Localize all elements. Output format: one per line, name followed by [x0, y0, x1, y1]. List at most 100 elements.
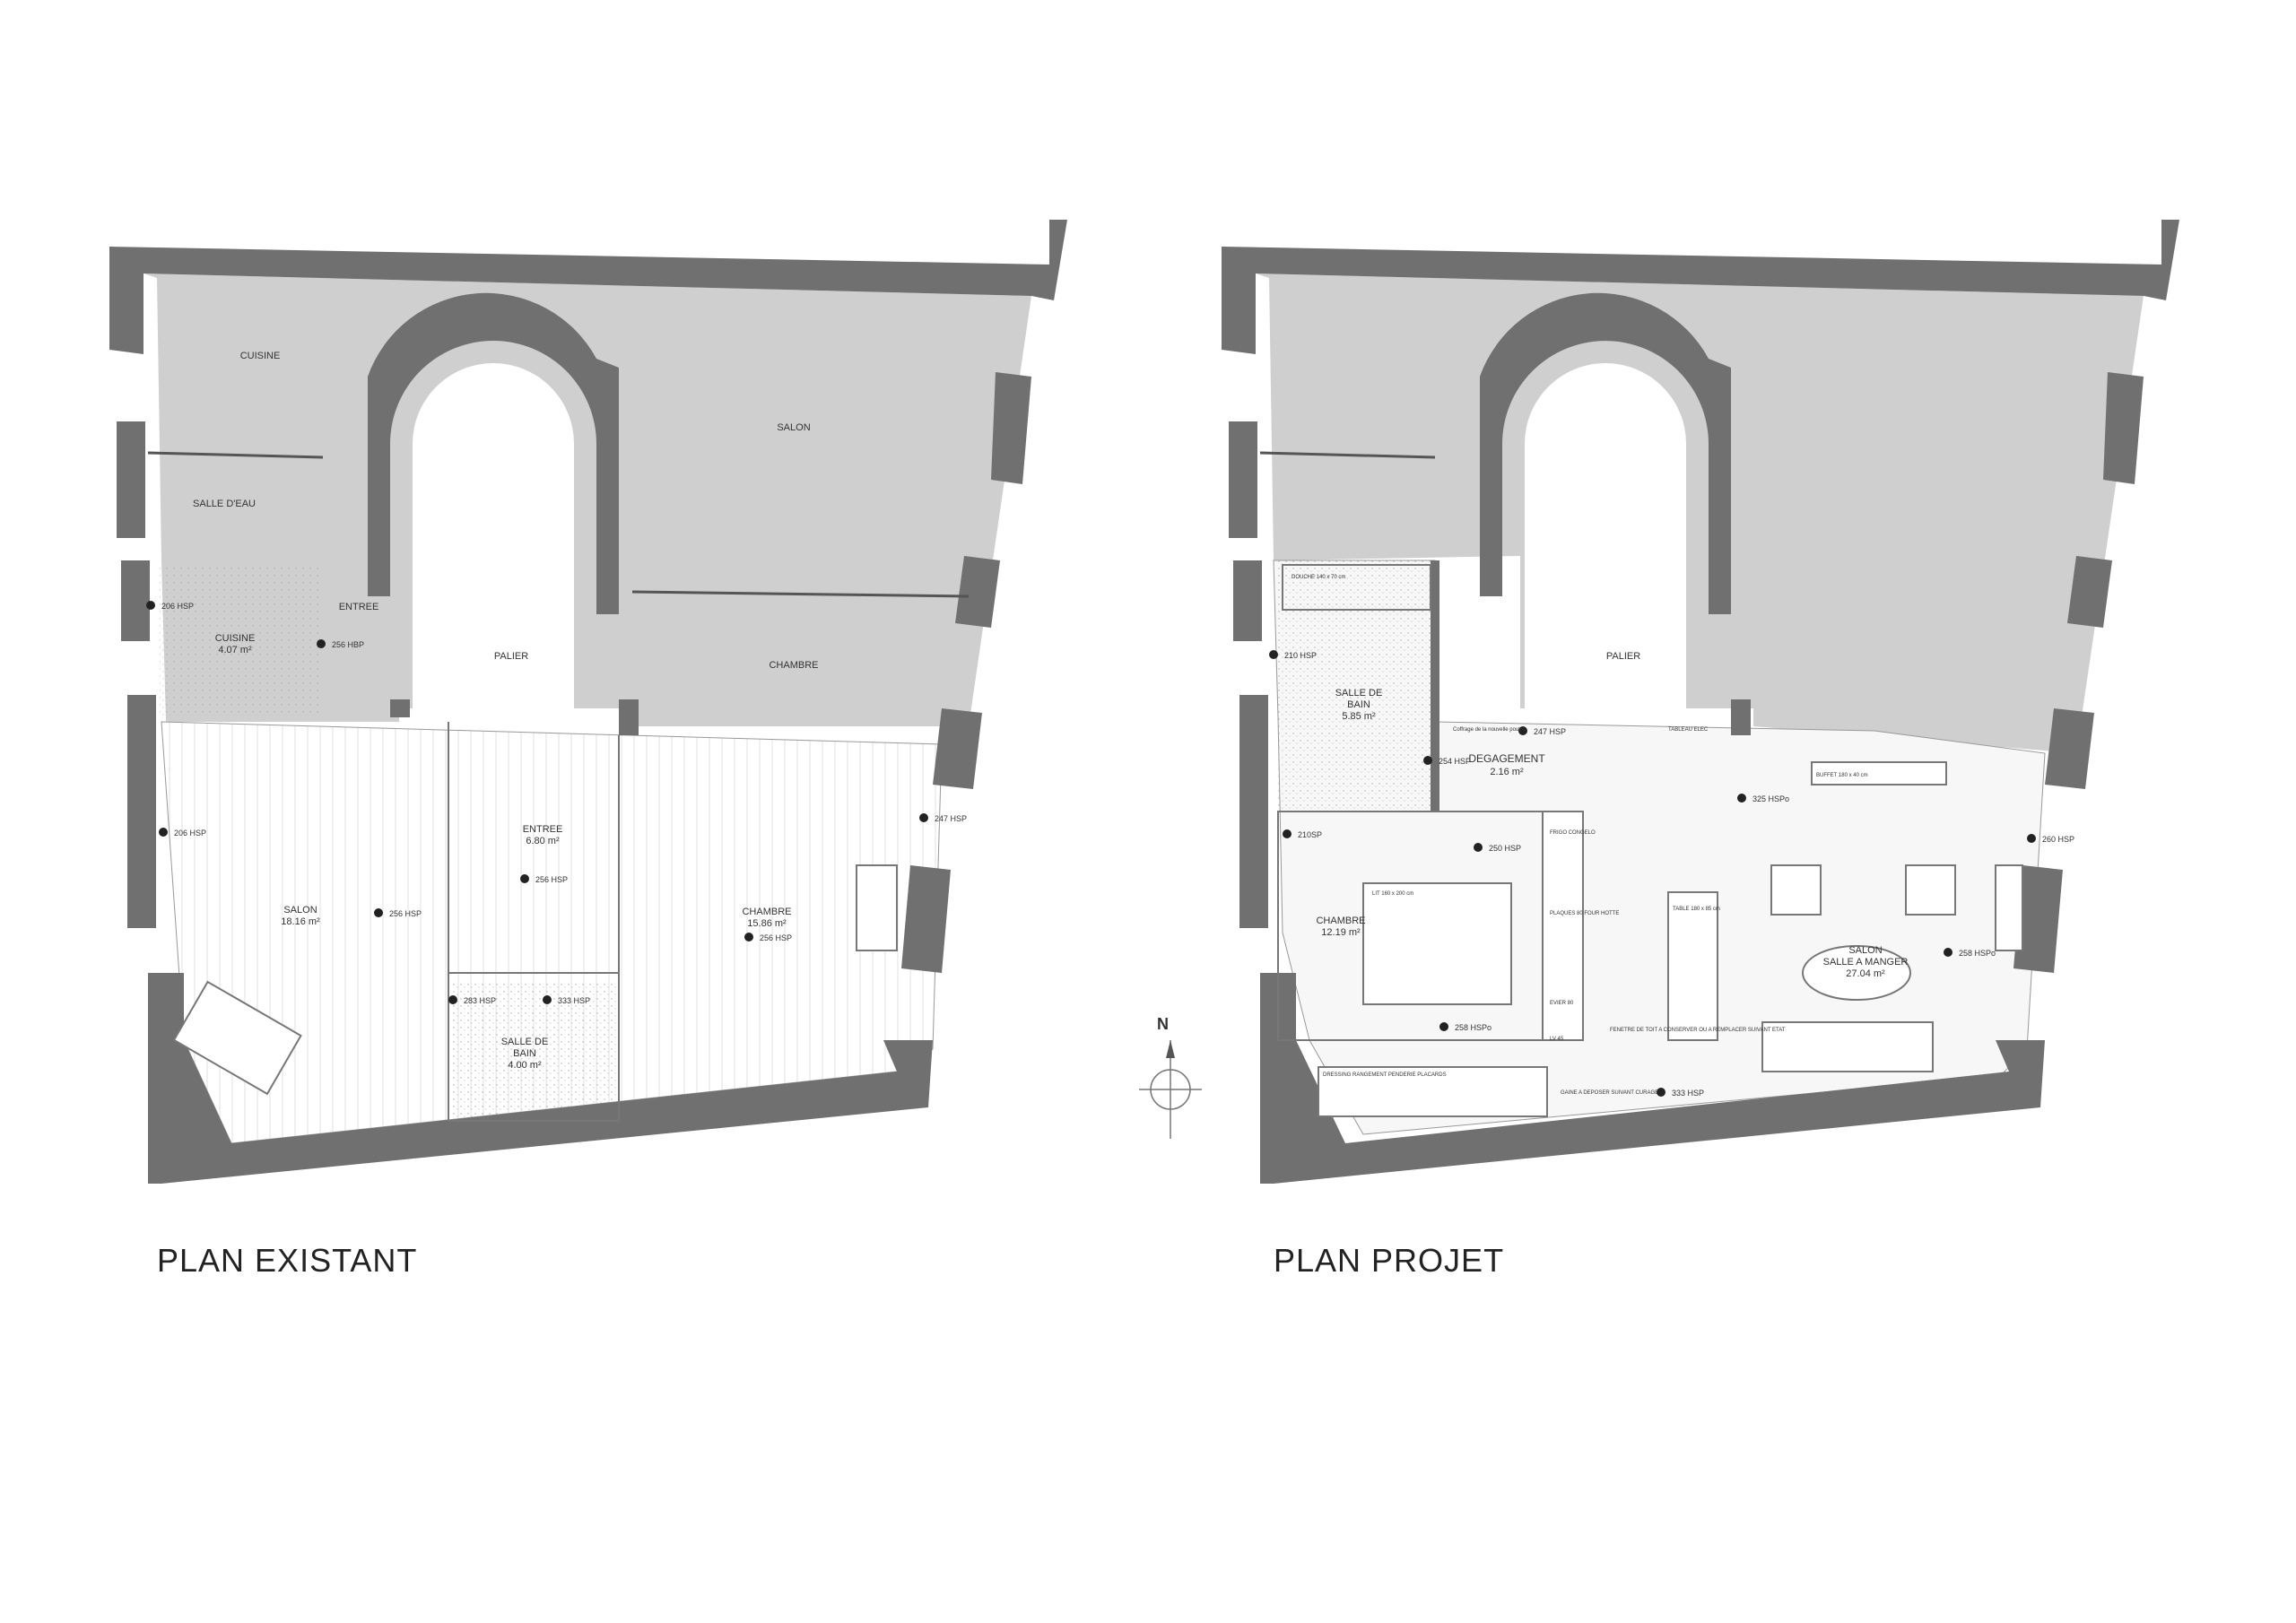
note: FENETRE DE TOIT A CONSERVER OU A REMPLAC…: [1610, 1028, 1786, 1033]
east-wall-window-1: [991, 372, 1031, 484]
note: LV 45: [1550, 1037, 1564, 1042]
east-wall-window-2: [2067, 556, 2112, 628]
label-chambre-upper: CHAMBRE: [769, 660, 818, 671]
plan-project: PALIER SALLE DE BAIN 5.85 m² DEGAGEMENT …: [1222, 220, 2179, 1184]
upper-shaded-area: [1256, 273, 2144, 753]
room-name: DEGAGEMENT: [1468, 752, 1545, 765]
armchair: [1905, 864, 1956, 916]
room-area: 4.07 m²: [218, 645, 252, 655]
svg-text:206 HSP: 206 HSP: [174, 829, 206, 838]
plan-project-title: PLAN PROJET: [1274, 1242, 1505, 1279]
note: DRESSING RANGEMENT PENDERIE PLACARDS: [1323, 1072, 1447, 1078]
east-wall-window-4: [901, 865, 951, 973]
bathroom-tile-floor: [453, 982, 619, 1121]
svg-text:258 HSPo: 258 HSPo: [1959, 949, 1996, 958]
svg-text:256 HBP: 256 HBP: [332, 640, 364, 649]
east-wall-window-1: [2103, 372, 2144, 484]
label-salon-upper: SALON: [777, 422, 810, 433]
plan-existing: CUISINE SALLE D'EAU ENTREE SALON CHAMBRE…: [109, 220, 1067, 1184]
partition-line: [1259, 451, 1436, 459]
partition-line: [147, 451, 324, 459]
room-area: 6.80 m²: [526, 836, 560, 846]
kitchen-tile-floor: [160, 565, 321, 717]
window-seat: [856, 864, 898, 951]
svg-text:258 HSPo: 258 HSPo: [1455, 1023, 1492, 1032]
coffee-table: [1802, 945, 1911, 1001]
svg-text:256 HSP: 256 HSP: [389, 909, 422, 918]
note: LIT 160 x 200 cm: [1372, 891, 1413, 897]
svg-text:247 HSP: 247 HSP: [1534, 727, 1566, 736]
kitchen-counter: [1542, 811, 1584, 1041]
note: FRIGO CONGELO: [1550, 830, 1596, 836]
note: Coffrage de la nouvelle poutre: [1453, 727, 1526, 733]
label-cuisine-upper: CUISINE: [240, 351, 281, 361]
east-wall-window-3: [2045, 708, 2094, 789]
upper-shaded-area: [144, 273, 1031, 726]
annotation-notes: DOUCHE 140 x 70 cm Coffrage de la nouvel…: [1292, 575, 1868, 1096]
height-markers: 210 HSP 247 HSP 254 HSP 325 HSPo 210SP 2…: [1269, 650, 2074, 1098]
svg-text:260 HSP: 260 HSP: [2042, 835, 2074, 844]
dining-table: [1667, 891, 1718, 1041]
room-name: SALON: [1848, 945, 1882, 956]
svg-text:250 HSP: 250 HSP: [1489, 844, 1521, 853]
palier-lower-wall-right: [1731, 699, 1751, 735]
room-name: BAIN: [1347, 699, 1370, 710]
room-name: SALLE DE: [1335, 688, 1383, 699]
note: TABLE 180 x 85 cm: [1673, 907, 1720, 912]
room-name: CUISINE: [215, 633, 256, 644]
svg-text:256 HSP: 256 HSP: [760, 933, 792, 942]
window-seat: [1995, 864, 2023, 951]
partition-line: [631, 590, 970, 598]
svg-text:210SP: 210SP: [1298, 830, 1322, 839]
palier-opening: [1525, 363, 1686, 708]
bathroom-wall: [1431, 560, 1439, 812]
east-wall-window-2: [955, 556, 1000, 628]
west-wall-seg-3: [1239, 695, 1268, 928]
west-wall-seg-1: [1229, 421, 1257, 538]
room-area: 12.19 m²: [1321, 927, 1361, 938]
svg-text:333 HSP: 333 HSP: [558, 996, 590, 1005]
palier-lower-wall-left: [390, 699, 410, 717]
note: TABLEAU ELEC: [1668, 727, 1709, 733]
west-wall-seg-1: [117, 421, 145, 538]
note: DOUCHE 140 x 70 cm: [1292, 575, 1345, 580]
svg-text:256 HSP: 256 HSP: [535, 875, 568, 884]
room-name: ENTREE: [523, 824, 563, 835]
east-wall-window-3: [933, 708, 982, 789]
bathroom-partition: [448, 972, 620, 1122]
palier-opening: [413, 363, 574, 708]
bathroom-floor: [1278, 560, 1435, 812]
plan-existing-title: PLAN EXISTANT: [157, 1242, 418, 1279]
svg-text:210 HSP: 210 HSP: [1284, 651, 1317, 660]
label-salle-deau: SALLE D'EAU: [193, 499, 256, 509]
room-name: SALLE A MANGER: [1823, 957, 1909, 968]
room-name: BAIN: [513, 1048, 536, 1059]
svg-text:254 HSP: 254 HSP: [1439, 757, 1471, 766]
room-area: 15.86 m²: [747, 918, 787, 929]
svg-text:283 HSP: 283 HSP: [464, 996, 496, 1005]
sofa: [172, 980, 302, 1096]
palier-lower-wall-right: [619, 699, 639, 735]
room-area: 2.16 m²: [1490, 767, 1524, 777]
svg-text:247 HSP: 247 HSP: [935, 814, 967, 823]
svg-text:206 HSP: 206 HSP: [161, 602, 194, 611]
west-wall-seg-3: [127, 695, 156, 928]
label-entree-upper: ENTREE: [339, 602, 379, 612]
note: GAINE A DEPOSER SUIVANT CURAGE: [1561, 1090, 1658, 1096]
height-markers: 206 HSP 256 HBP 206 HSP 256 HSP 256 HSP …: [146, 601, 967, 1005]
north-wall: [1222, 220, 2179, 354]
room-area: 5.85 m²: [1342, 711, 1376, 722]
east-wall-window-4: [2013, 865, 2063, 973]
room-area: 4.00 m²: [508, 1060, 542, 1071]
compass-north-label: N: [1157, 1015, 1169, 1033]
note: EVIER 80: [1550, 1001, 1574, 1006]
svg-text:325 HSPo: 325 HSPo: [1752, 794, 1789, 803]
sofa: [1761, 1021, 1934, 1072]
buffet: [1811, 761, 1947, 785]
label-palier: PALIER: [494, 651, 528, 662]
room-name: SALON: [283, 905, 317, 916]
bed: [1362, 882, 1512, 1005]
armchair: [1770, 864, 1822, 916]
west-wall-seg-2: [1233, 560, 1262, 641]
